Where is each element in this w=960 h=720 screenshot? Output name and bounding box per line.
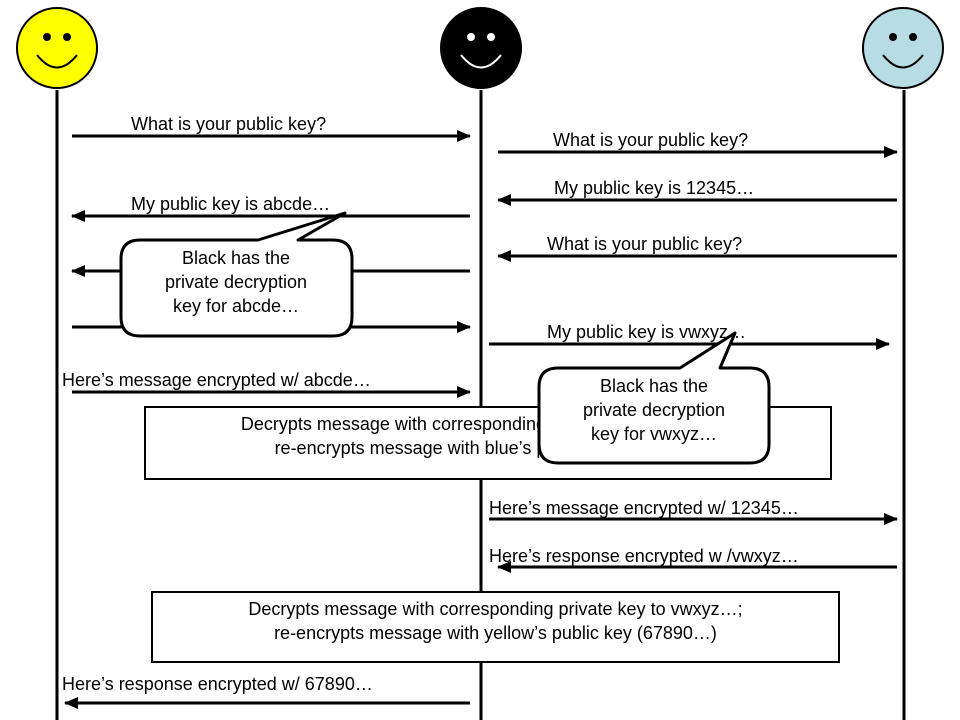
callout-1-line-1: Black has the	[181, 248, 291, 268]
label-right-a2: My public key is vwxyz…	[547, 322, 747, 342]
process-box-2: Decrypts message with corresponding priv…	[151, 591, 840, 663]
callout-1-line-3: key for abcde…	[172, 296, 300, 316]
process-box-2-line-1: Decrypts message with corresponding priv…	[248, 599, 743, 619]
label-right-q2: What is your public key?	[547, 234, 743, 254]
label-left-q1: What is your public key?	[131, 114, 327, 134]
label-right-resp: Here’s response encrypted w /vwxyz…	[489, 546, 799, 566]
label-right-q1: What is your public key?	[553, 130, 749, 150]
callout-2-line-2: private decryption	[582, 400, 726, 420]
label-left-msg: Here’s message encrypted w/ abcde…	[62, 370, 371, 390]
black-smiley-icon	[440, 7, 522, 89]
callout-2-line-3: key for vwxyz…	[590, 424, 718, 444]
process-box-2-line-2: re-encrypts message with yellow’s public…	[274, 623, 717, 643]
label-right-msg: Here’s message encrypted w/ 12345…	[489, 498, 799, 518]
blue-smiley-icon	[862, 7, 944, 89]
callout-2-text: Black has the private decryption key for…	[539, 374, 769, 446]
label-left-resp: Here’s response encrypted w/ 67890…	[62, 674, 373, 694]
callout-1-line-2: private decryption	[164, 272, 308, 292]
yellow-smiley-icon	[16, 7, 98, 89]
callout-1-text: Black has the private decryption key for…	[121, 246, 351, 318]
label-left-a1: My public key is abcde…	[131, 194, 331, 214]
callout-2-line-1: Black has the	[599, 376, 709, 396]
label-right-a1: My public key is 12345…	[554, 178, 755, 198]
